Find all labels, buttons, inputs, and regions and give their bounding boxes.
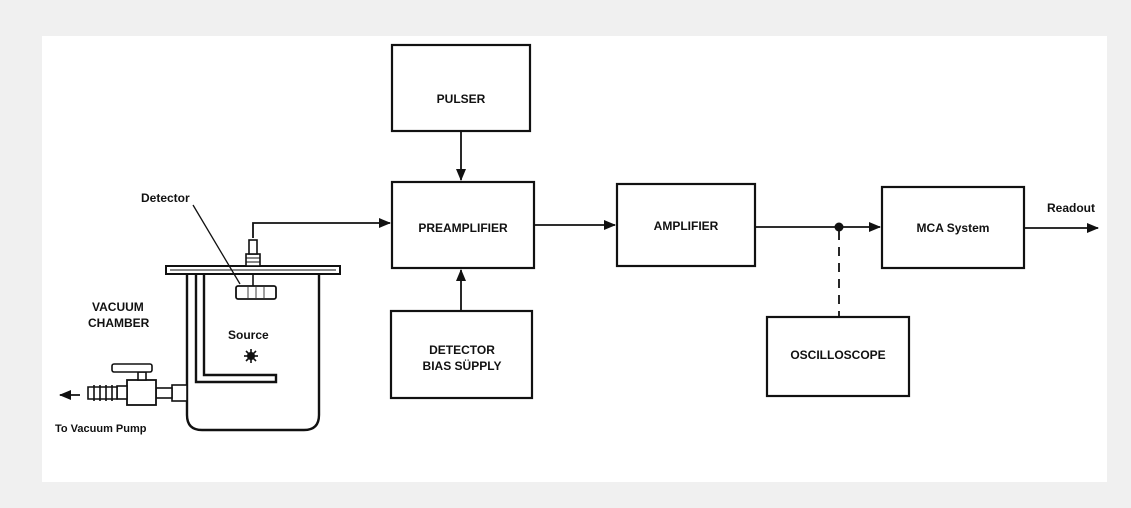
preamplifier-block: PREAMPLIFIER [390, 180, 536, 270]
detector-pointer-line [192, 204, 241, 285]
vacuum-chamber-label-line2: CHAMBER [88, 316, 150, 330]
pulser-label: PULSER [437, 92, 486, 106]
to-vacuum-pump-label: To Vacuum Pump [55, 423, 147, 435]
vacuum-chamber-drawing [59, 204, 341, 432]
oscilloscope-label: OSCILLOSCOPE [790, 348, 885, 362]
mca-system-label: MCA System [917, 221, 990, 235]
source-marker [244, 349, 258, 363]
mca-system-block: MCA System [880, 185, 1026, 270]
bias-supply-label-line1: DETECTOR [429, 343, 495, 357]
bias-supply-block: DETECTOR BIAS SÜPPLY [389, 309, 534, 400]
amplifier-block: AMPLIFIER [615, 182, 757, 268]
detector-signal-cable [252, 218, 391, 238]
junction-dot [834, 222, 844, 232]
amplifier-label: AMPLIFIER [654, 219, 719, 233]
readout-label: Readout [1047, 201, 1095, 215]
bias-supply-label-line2: BIAS SÜPPLY [423, 358, 502, 373]
source-label: Source [228, 328, 269, 342]
vacuum-valve [87, 363, 188, 406]
pulser-block: PULSER [390, 43, 532, 133]
preamplifier-label: PREAMPLIFIER [418, 221, 508, 235]
vacuum-chamber-label-line1: VACUUM [92, 300, 144, 314]
detector-label: Detector [141, 191, 190, 205]
oscilloscope-block: OSCILLOSCOPE [765, 315, 911, 398]
